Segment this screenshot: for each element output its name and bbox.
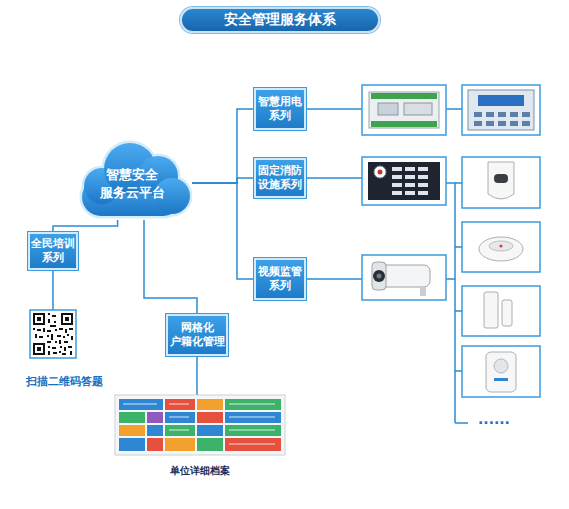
qr-finder [33, 343, 45, 355]
text-label: ...... [466, 411, 522, 427]
electric-module [369, 92, 439, 128]
series-box: 视频监管 系列 [254, 258, 306, 300]
table-cell [119, 412, 145, 423]
camera-mount [420, 287, 426, 296]
qr-finder [37, 317, 41, 321]
series-box: 全民培训 系列 [28, 232, 78, 270]
archive-table [115, 395, 285, 455]
qr-finder [33, 313, 45, 325]
camera-lens [377, 274, 382, 279]
table-cell [165, 438, 195, 451]
node-text: 网格化 户籍化管理 [170, 321, 225, 350]
wire [306, 108, 362, 110]
node-text: 智慧安全 服务云平台 [82, 166, 182, 201]
device-frame [462, 85, 540, 135]
wire [446, 183, 455, 423]
qr-modules [33, 313, 73, 355]
node-text: 全民培训 系列 [31, 237, 75, 266]
fire-panel-indicator [378, 170, 383, 175]
table-cell [119, 438, 145, 451]
title-banner: 安全管理服务体系 [180, 7, 380, 33]
node-text: 智慧用电 系列 [258, 95, 302, 124]
connector [53, 220, 118, 232]
series-box: 网格化 户籍化管理 [166, 314, 228, 356]
table-cell [197, 412, 223, 423]
wire [196, 356, 198, 395]
wire [306, 177, 362, 179]
camera-lens [373, 270, 385, 282]
qr-finder [35, 315, 43, 323]
series-box: 智慧用电 系列 [254, 88, 306, 130]
connector [192, 183, 254, 279]
device-frame [462, 222, 540, 272]
gas-detector [486, 352, 516, 392]
text-label: 扫描二维码答题 [14, 374, 114, 389]
table-cell [119, 425, 145, 436]
device-frame [362, 157, 446, 205]
gas-detector-grille [494, 359, 508, 373]
table-cell [147, 412, 163, 423]
wire [52, 270, 54, 310]
table-cell [147, 438, 163, 451]
table-text-lines [123, 404, 275, 444]
qr-finder [65, 317, 69, 321]
wire [446, 108, 462, 110]
device-frames [362, 85, 540, 397]
text-label: 单位详细档案 [145, 464, 255, 478]
terminal-strip [371, 121, 437, 127]
control-panel [468, 90, 534, 130]
qr-finder [37, 347, 41, 351]
archive-cells [119, 399, 281, 451]
qr-finder [61, 313, 73, 325]
device-frame [462, 346, 540, 397]
device-frame [462, 286, 540, 336]
qr-finder [63, 315, 71, 323]
pir-sensor [488, 162, 514, 199]
node-text: 固定消防 设施系列 [258, 164, 302, 193]
cloud-text-area: 智慧安全 服务云平台 [82, 166, 182, 201]
cloud-platform: 智慧安全 服务云平台 [72, 138, 192, 220]
device-frame [462, 157, 540, 208]
table-cell [197, 438, 223, 451]
door-sensor [484, 292, 498, 328]
table-cell [197, 399, 223, 410]
terminal-strip [371, 93, 437, 99]
fire-panel-indicator [374, 166, 386, 178]
fire-panel-keys [392, 167, 428, 195]
module-chip [378, 103, 398, 115]
connector [192, 109, 254, 183]
table-cell [147, 425, 163, 436]
connector [144, 220, 197, 314]
qr-finder [35, 345, 43, 353]
qr-frame [30, 310, 76, 358]
module-chip [404, 103, 432, 115]
smoke-detector-top [489, 241, 513, 251]
gas-detector-led [494, 378, 508, 381]
device-frame [362, 85, 446, 135]
table-cell [197, 425, 223, 436]
smoke-detector-led [499, 244, 502, 247]
camera-hood [372, 262, 386, 290]
panel-buttons [474, 112, 530, 126]
wires [53, 109, 468, 423]
device-frame [362, 255, 446, 300]
panel-screen [478, 95, 524, 106]
smoke-detector [479, 237, 523, 261]
fire-panel [368, 162, 440, 200]
series-box: 固定消防 设施系列 [254, 158, 306, 198]
node-text: 视频监管 系列 [258, 265, 302, 294]
connector [192, 178, 254, 183]
title-text: 安全管理服务体系 [224, 11, 336, 29]
door-magnet [502, 300, 512, 326]
pir-lens [494, 174, 508, 183]
